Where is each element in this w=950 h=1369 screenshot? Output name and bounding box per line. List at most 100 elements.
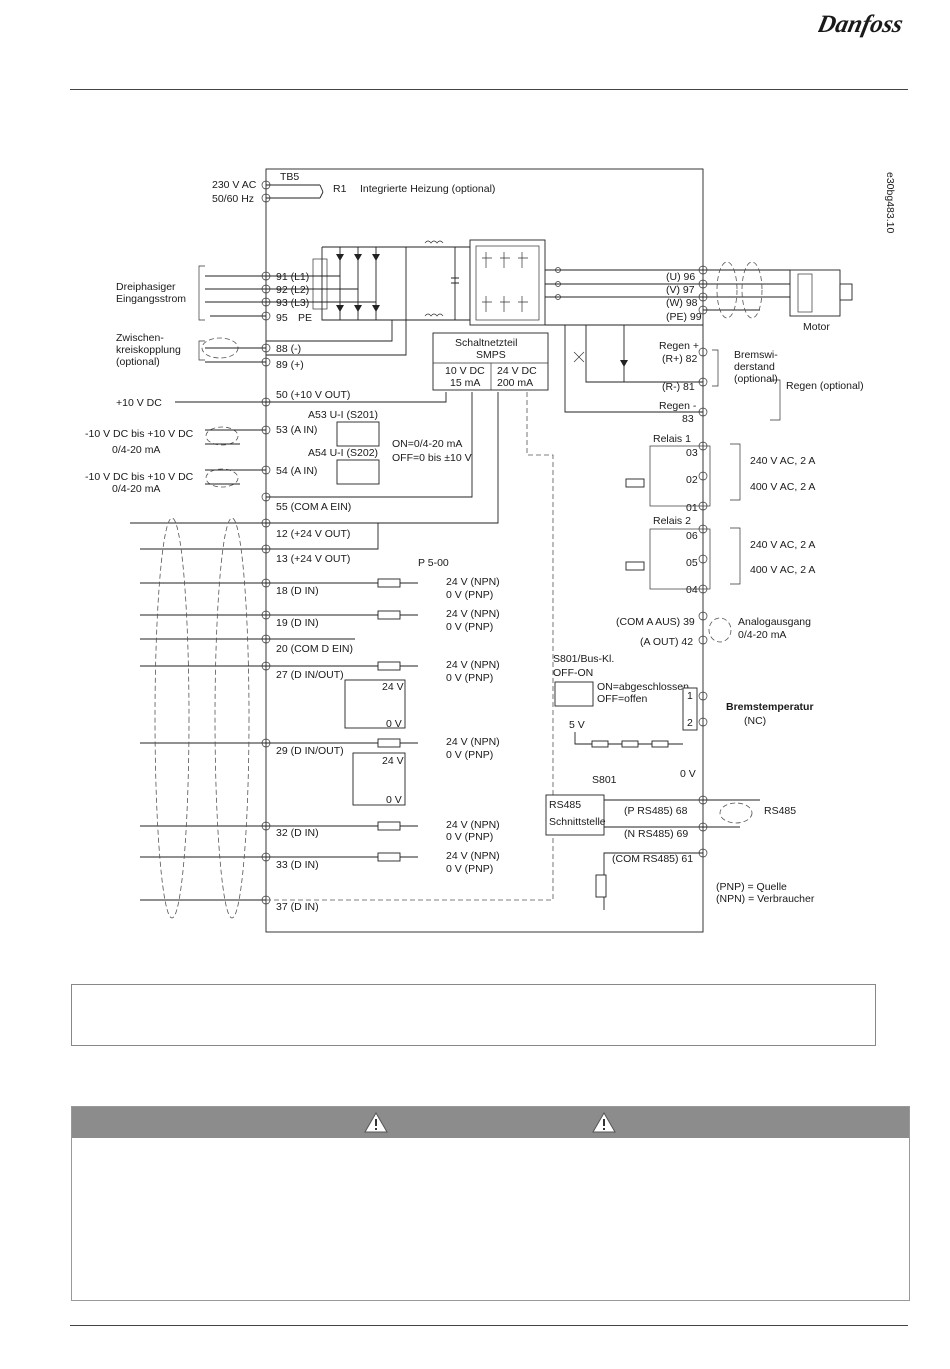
offon-label: OFF-ON: [553, 667, 593, 679]
rectifier-diodes: [336, 247, 380, 320]
dclink-label-2: kreiskopplung: [116, 344, 181, 356]
warning-header: [72, 1107, 909, 1138]
r1-label: R1: [333, 183, 347, 195]
rs485-if-2: Schnittstelle: [549, 816, 606, 828]
npn-29: 24 V (NPN): [446, 736, 500, 748]
t95: 95: [276, 312, 288, 324]
t50: 50 (+10 V OUT): [276, 389, 350, 401]
relay2-t06: 06: [686, 530, 698, 542]
relay2-240: 240 V AC, 2 A: [750, 539, 815, 551]
v0-label: 0 V: [680, 768, 696, 780]
caption-box: [71, 984, 876, 1046]
rs485-label: RS485: [764, 805, 796, 817]
rs485-if-1: RS485: [549, 799, 581, 811]
npn-19: 24 V (NPN): [446, 608, 500, 620]
regen-minus: Regen -: [659, 400, 697, 412]
relay1-t02: 02: [686, 474, 698, 486]
dclink-label-1: Zwischen-: [116, 332, 164, 344]
res-label-2: derstand: [734, 361, 775, 373]
t20: 20 (COM D EIN): [276, 643, 353, 655]
p500-label: P 5-00: [418, 557, 449, 569]
s801-label: S801/Bus-Kl.: [553, 653, 614, 665]
warning-box: [71, 1106, 910, 1301]
res-label-1: Bremswi-: [734, 349, 778, 361]
t89: 89 (+): [276, 359, 304, 371]
npn-32: 24 V (NPN): [446, 819, 500, 831]
svg-text:Danfoss: Danfoss: [818, 10, 906, 38]
v24-27: 24 V: [382, 681, 404, 693]
bus-t1: 1: [687, 690, 693, 702]
t61: (COM RS485) 61: [612, 853, 693, 865]
t53: 53 (A IN): [276, 424, 317, 436]
v24-29: 24 V: [382, 755, 404, 767]
range2: -10 V DC bis +10 V DC: [85, 471, 194, 483]
r81: (R-) 81: [662, 381, 695, 393]
motor-pe: (PE) 99: [666, 311, 702, 323]
t39: (COM A AUS) 39: [616, 616, 695, 628]
off-text: OFF=0 bis ±10 V: [392, 452, 472, 464]
relay1-t01: 01: [686, 502, 698, 514]
regen-optional: Regen (optional): [786, 380, 864, 392]
res-label-3: (optional): [734, 373, 778, 385]
aout-label-2: 0/4-20 mA: [738, 629, 786, 641]
range2b: 0/4-20 mA: [112, 483, 160, 495]
v5-label: 5 V: [569, 719, 585, 731]
t83: 83: [682, 413, 694, 425]
pe-label: PE: [298, 312, 312, 324]
tb5-label: TB5: [280, 171, 299, 183]
t68: (P RS485) 68: [624, 805, 688, 817]
motor-body: [789, 269, 841, 317]
smps-title-1: Schaltnetzteil: [455, 337, 517, 349]
relay1-240: 240 V AC, 2 A: [750, 455, 815, 467]
smps-box: [432, 332, 549, 391]
smps-out2-a: 24 V DC: [497, 365, 537, 377]
relay1-400: 400 V AC, 2 A: [750, 481, 815, 493]
npn-33: 24 V (NPN): [446, 850, 500, 862]
range1: -10 V DC bis +10 V DC: [85, 428, 194, 440]
t92: 92 (L2): [276, 284, 309, 296]
smps-out1-b: 15 mA: [450, 377, 480, 389]
s801b-label: S801: [592, 774, 617, 786]
t54: 54 (A IN): [276, 465, 317, 477]
t13: 13 (+24 V OUT): [276, 553, 350, 565]
warning-triangle-icon: [364, 1112, 388, 1133]
t12: 12 (+24 V OUT): [276, 528, 350, 540]
mains-voltage: 230 V AC: [212, 179, 257, 191]
t91: 91 (L1): [276, 271, 309, 283]
r82: (R+) 82: [662, 353, 697, 365]
npn-18: 24 V (NPN): [446, 576, 500, 588]
t18: 18 (D IN): [276, 585, 319, 597]
t69: (N RS485) 69: [624, 828, 688, 840]
footer-rule: [70, 1325, 908, 1326]
relay1-label: Relais 1: [653, 433, 691, 445]
t37: 37 (D IN): [276, 901, 319, 913]
heater-label: Integrierte Heizung (optional): [360, 183, 495, 195]
smps-title-2: SMPS: [476, 349, 506, 361]
t29: 29 (D IN/OUT): [276, 745, 344, 757]
relay2-label: Relais 2: [653, 515, 691, 527]
pnp-27: 0 V (PNP): [446, 672, 493, 684]
dclink-label-3: (optional): [116, 356, 160, 368]
t27: 27 (D IN/OUT): [276, 669, 344, 681]
header-rule: [70, 89, 908, 90]
motor-u: (U) 96: [666, 271, 695, 283]
terminal-screw-icons: [261, 180, 708, 905]
regen-plus: Regen +: [659, 340, 699, 352]
plus10-label: +10 V DC: [116, 397, 162, 409]
bus-t2: 2: [687, 717, 693, 729]
on-text: ON=0/4-20 mA: [392, 438, 462, 450]
t32: 32 (D IN): [276, 827, 319, 839]
npn-sink: (NPN) = Verbraucher: [716, 893, 815, 905]
figure-id: e30bg483.10: [884, 172, 896, 233]
t19: 19 (D IN): [276, 617, 319, 629]
brake-temp-nc: (NC): [744, 715, 766, 727]
aout-label-1: Analogausgang: [738, 616, 811, 628]
v0-27: 0 V: [386, 718, 402, 730]
a54-label: A54 U-I (S202): [308, 447, 378, 459]
pnp-29: 0 V (PNP): [446, 749, 493, 761]
smps-out2-b: 200 mA: [497, 377, 533, 389]
t55: 55 (COM A EIN): [276, 501, 351, 513]
relay1-t03: 03: [686, 447, 698, 459]
motor-w: (W) 98: [666, 297, 698, 309]
input-label-1: Dreiphasiger: [116, 281, 176, 293]
